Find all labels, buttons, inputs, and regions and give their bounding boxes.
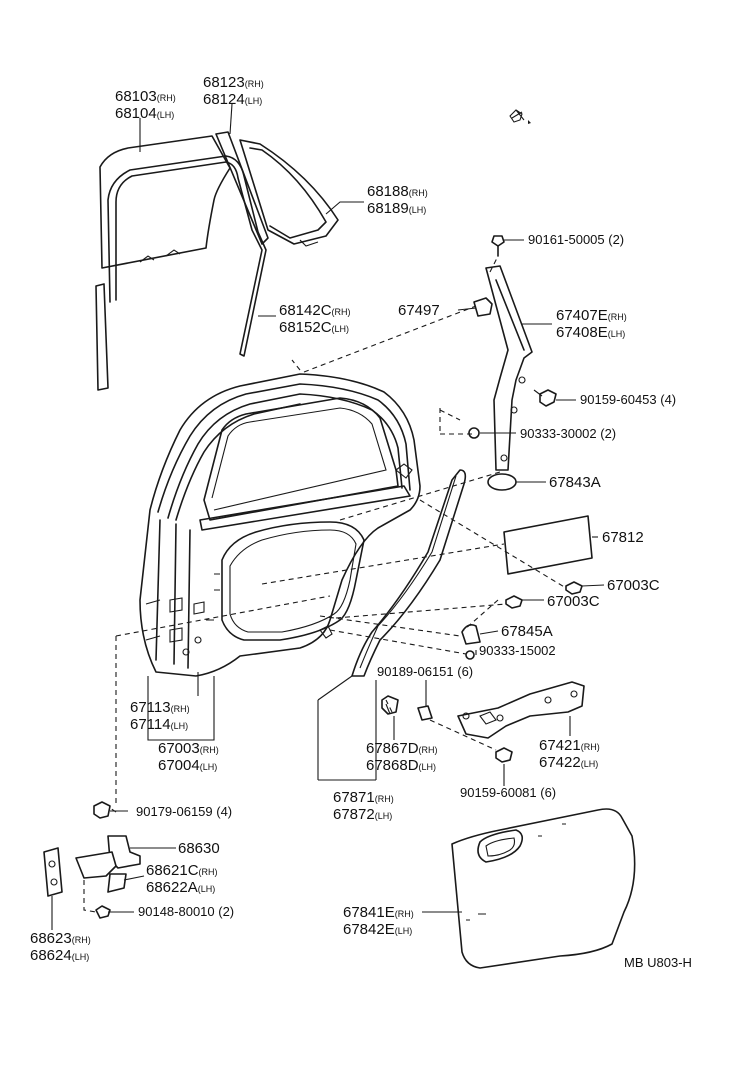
door-weatherstrip	[351, 469, 467, 677]
label-67422: 67422(LH)	[539, 754, 598, 771]
cover-67843A	[487, 473, 517, 491]
window-regulator-channel	[485, 265, 533, 471]
label-68630: 68630	[178, 840, 220, 857]
label-67843A: 67843A	[549, 474, 601, 491]
clip-90189	[417, 705, 433, 721]
part-labels: 68103(RH) 68104(LH) 68123(RH) 68124(LH) …	[30, 74, 692, 970]
label-67407E: 67407E(RH)	[556, 307, 627, 324]
clip-67003C-a	[565, 581, 583, 595]
clip-67003C-b	[505, 595, 523, 609]
screw-90161	[491, 235, 505, 257]
glass-run-channel	[95, 155, 267, 391]
label-67408E: 67408E(LH)	[556, 324, 625, 341]
label-67003C-a: 67003C	[607, 577, 660, 594]
label-68123: 68123(RH)	[203, 74, 264, 91]
quarter-window-glass	[239, 139, 339, 247]
label-67845A: 67845A	[501, 623, 553, 640]
label-68104: 68104(LH)	[115, 105, 174, 122]
label-67421: 67421(RH)	[539, 737, 600, 754]
label-68188: 68188(RH)	[367, 183, 428, 200]
label-67871: 67871(RH)	[333, 789, 394, 806]
label-68124: 68124(LH)	[203, 91, 262, 108]
label-68103: 68103(RH)	[115, 88, 176, 105]
label-90148-80010: 90148-80010 (2)	[138, 904, 234, 919]
label-67003: 67003(RH)	[158, 740, 219, 757]
label-67841E: 67841E(RH)	[343, 904, 414, 921]
rear-door-panel	[139, 373, 421, 677]
label-67003C-b: 67003C	[547, 593, 600, 610]
label-68621C: 68621C(RH)	[146, 862, 218, 879]
label-90159-60081: 90159-60081 (6)	[460, 785, 556, 800]
label-67812: 67812	[602, 529, 644, 546]
bolt-90159-60081	[495, 747, 513, 763]
door-check-67867D	[381, 695, 399, 715]
service-hole-cover-67812	[503, 515, 593, 575]
label-90179-06159: 90179-06159 (4)	[136, 804, 232, 819]
label-68189: 68189(LH)	[367, 200, 426, 217]
label-67114: 67114(LH)	[130, 716, 188, 733]
division-bar	[215, 131, 269, 245]
label-67868D: 67868D(LH)	[366, 757, 436, 774]
label-68623: 68623(RH)	[30, 930, 91, 947]
rear-door-glass	[99, 135, 231, 269]
cover-67845A	[461, 624, 481, 645]
plug-90333-15002	[465, 650, 475, 660]
clip-icon	[509, 109, 531, 124]
label-90189-06151: 90189-06151 (6)	[377, 664, 473, 679]
door-trim-panel	[451, 808, 636, 969]
label-67004: 67004(LH)	[158, 757, 217, 774]
label-67872: 67872(LH)	[333, 806, 392, 823]
label-90159-60453: 90159-60453 (4)	[580, 392, 676, 407]
nut-90179	[93, 801, 111, 819]
hinge-68621C	[75, 851, 127, 893]
label-67867D: 67867D(RH)	[366, 740, 438, 757]
bolt-90148	[95, 905, 111, 919]
label-90161-50005: 90161-50005 (2)	[528, 232, 624, 247]
label-67842E: 67842E(LH)	[343, 921, 412, 938]
label-68624: 68624(LH)	[30, 947, 89, 964]
hinge-plate-68623	[43, 847, 63, 897]
label-68142C: 68142C(RH)	[279, 302, 351, 319]
diagram-code: MB U803-H	[624, 955, 692, 970]
bolt-90159-60453	[533, 389, 557, 407]
label-90333-15002: 90333-15002	[479, 643, 556, 658]
plug-90333-30002	[468, 427, 480, 439]
label-68622A: 68622A(LH)	[146, 879, 215, 896]
assembly-lines	[83, 255, 567, 913]
door-hinge-67421	[457, 681, 585, 739]
bracket-67497	[473, 297, 493, 317]
label-68152C: 68152C(LH)	[279, 319, 349, 336]
label-90333-30002: 90333-30002 (2)	[520, 426, 616, 441]
label-67497: 67497	[398, 302, 440, 319]
label-67113: 67113(RH)	[130, 699, 190, 716]
leader-lines	[51, 103, 605, 930]
